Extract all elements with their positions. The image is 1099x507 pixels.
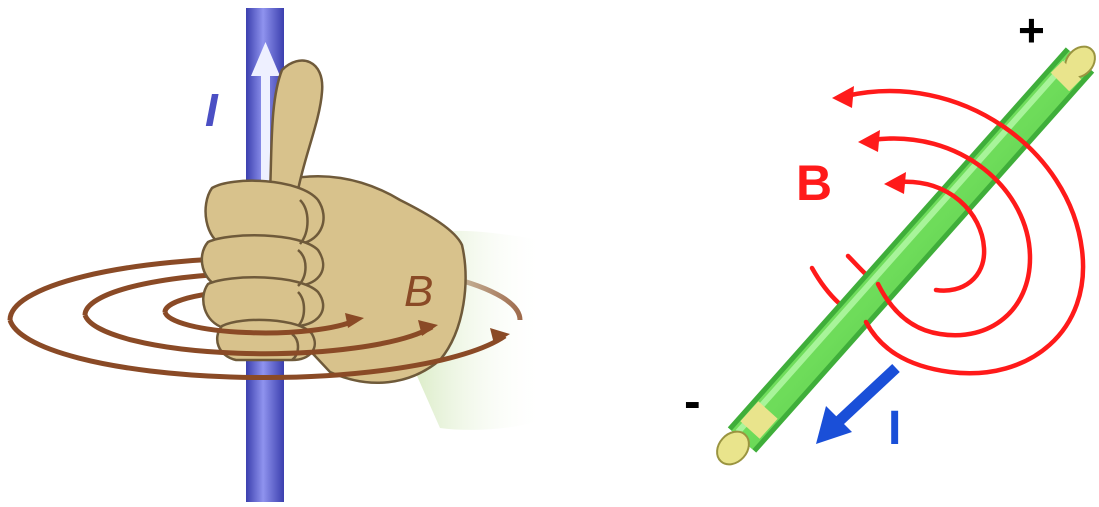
current-label: I xyxy=(205,84,219,136)
current-label-right: I xyxy=(888,402,901,455)
field-label-right: B xyxy=(796,155,832,211)
wire xyxy=(711,41,1099,471)
field-arrowhead-outer-right xyxy=(832,86,854,108)
thumb xyxy=(270,61,322,192)
negative-terminal-label: - xyxy=(684,373,701,429)
field-loop-outer xyxy=(846,91,1083,373)
left-diagram: I B xyxy=(10,8,545,502)
right-diagram: + - B I xyxy=(684,4,1099,471)
positive-terminal-label: + xyxy=(1018,4,1045,56)
field-loops-front xyxy=(846,91,1083,373)
current-arrow-right xyxy=(816,368,896,444)
field-arrowhead-inner-right xyxy=(884,172,906,194)
field-label: B xyxy=(404,267,433,316)
field-arrowhead-middle-right xyxy=(858,130,880,152)
